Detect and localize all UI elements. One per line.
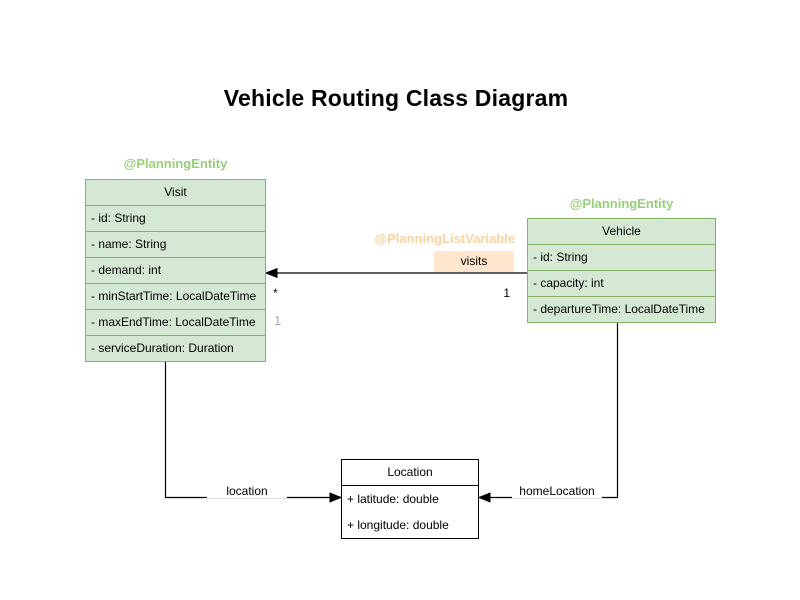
field-row: - capacity: int: [528, 271, 715, 297]
field-row: + longitude: double: [347, 518, 449, 532]
field-row: - maxEndTime: LocalDateTime: [86, 310, 265, 336]
class-location-name: Location: [342, 460, 478, 486]
class-vehicle: Vehicle - id: String - capacity: int - d…: [527, 218, 716, 323]
edge-label-homelocation: homeLocation: [512, 484, 602, 498]
arrowhead-icon: [329, 492, 343, 503]
field-row: - id: String: [528, 245, 715, 271]
diagram-title: Vehicle Routing Class Diagram: [223, 85, 569, 111]
class-visit: Visit - id: String - name: String - dema…: [85, 179, 266, 362]
class-vehicle-name: Vehicle: [528, 219, 715, 245]
visit-stereotype: @PlanningEntity: [123, 156, 228, 171]
multiplicity-star: *: [273, 286, 278, 300]
field-row: - id: String: [86, 206, 265, 232]
field-row: - departureTime: LocalDateTime: [533, 302, 705, 316]
field-row: + latitude: double: [347, 492, 439, 506]
edge-location-line: [164, 362, 330, 499]
vehicle-stereotype: @PlanningEntity: [569, 196, 674, 211]
field-row: - demand: int: [86, 258, 265, 284]
field-row: - minStartTime: LocalDateTime: [86, 284, 265, 310]
class-visit-name: Visit: [86, 180, 265, 206]
edge-homelocation-line: [490, 323, 619, 499]
multiplicity-one: 1: [503, 286, 510, 300]
arrowhead-icon: [264, 267, 278, 279]
field-row: - serviceDuration: Duration: [91, 341, 234, 355]
multiplicity-one-highlighted: 1: [274, 313, 282, 328]
edge-label-location: location: [207, 484, 287, 498]
arrowhead-icon: [477, 492, 491, 503]
edge-label-visits: visits: [434, 251, 514, 272]
field-row: - name: String: [86, 232, 265, 258]
class-location: Location + latitude: double + longitude:…: [341, 459, 479, 539]
planning-list-variable-stereotype: @PlanningListVariable: [374, 231, 515, 246]
